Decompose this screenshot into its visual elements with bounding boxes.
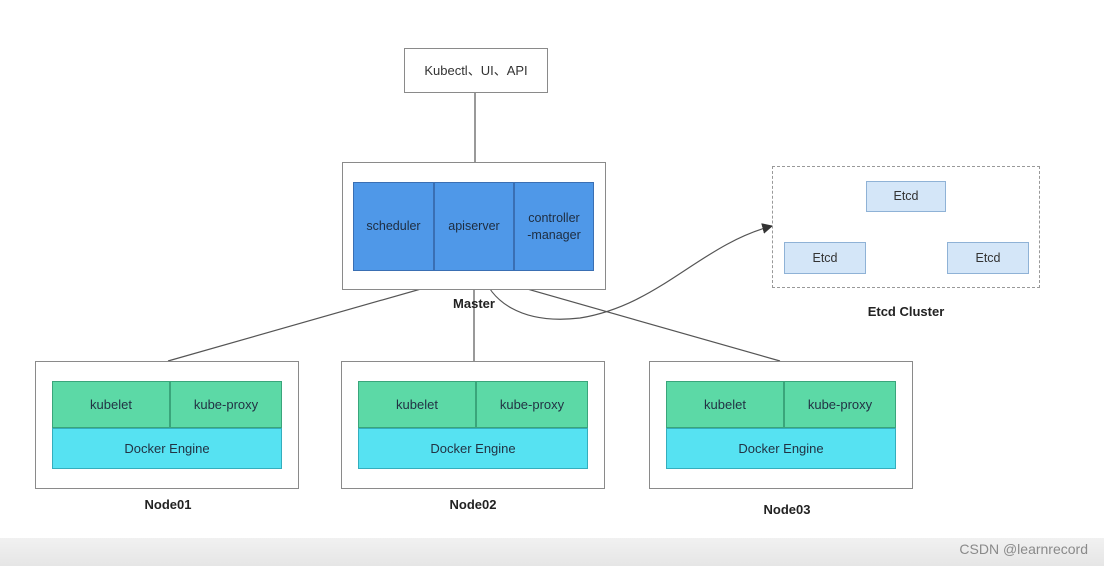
controller-manager-line2: -manager bbox=[527, 227, 581, 242]
kube-proxy-label: kube-proxy bbox=[193, 397, 259, 412]
node03-docker-engine-box: Docker Engine bbox=[666, 428, 896, 469]
kube-proxy-label: kube-proxy bbox=[499, 397, 565, 412]
node03-kubelet-box: kubelet bbox=[666, 381, 784, 428]
node02-kube-proxy-box: kube-proxy bbox=[476, 381, 588, 428]
controller-manager-line1: controller bbox=[528, 210, 580, 225]
apiserver-to-etcd-arrow bbox=[479, 223, 774, 320]
node02-kubelet-box: kubelet bbox=[358, 381, 476, 428]
node02-docker-engine-box: Docker Engine bbox=[358, 428, 588, 469]
kubelet-label: kubelet bbox=[396, 397, 438, 412]
node02-label: Node02 bbox=[449, 497, 497, 512]
kube-proxy-label: kube-proxy bbox=[807, 397, 873, 412]
docker-engine-label: Docker Engine bbox=[738, 441, 824, 456]
watermark: CSDN @learnrecord bbox=[959, 541, 1088, 557]
node03-label: Node03 bbox=[763, 502, 811, 517]
etcd-label: Etcd bbox=[893, 189, 919, 203]
scheduler-label: scheduler bbox=[366, 219, 421, 233]
docker-engine-label: Docker Engine bbox=[430, 441, 516, 456]
node01-label: Node01 bbox=[144, 497, 192, 512]
controller-manager-label: controller -manager bbox=[527, 210, 581, 244]
client-box: Kubectl、UI、API bbox=[404, 48, 548, 93]
etcd-box-top: Etcd bbox=[866, 181, 946, 212]
scheduler-box: scheduler bbox=[353, 182, 434, 271]
node01-docker-engine-box: Docker Engine bbox=[52, 428, 282, 469]
etcd-label: Etcd bbox=[975, 250, 1001, 265]
etcd-box-left: Etcd bbox=[784, 242, 866, 274]
apiserver-label: apiserver bbox=[448, 219, 500, 233]
kubelet-label: kubelet bbox=[704, 397, 746, 412]
node03-kube-proxy-box: kube-proxy bbox=[784, 381, 896, 428]
node01-kubelet-box: kubelet bbox=[52, 381, 170, 428]
etcd-label: Etcd bbox=[812, 250, 838, 265]
etcd-cluster-label: Etcd Cluster bbox=[867, 304, 945, 319]
client-label: Kubectl、UI、API bbox=[424, 63, 528, 78]
docker-engine-label: Docker Engine bbox=[124, 441, 210, 456]
master-label: Master bbox=[453, 296, 495, 311]
bottom-shade bbox=[0, 538, 1104, 566]
node01-kube-proxy-box: kube-proxy bbox=[170, 381, 282, 428]
etcd-box-right: Etcd bbox=[947, 242, 1029, 274]
controller-manager-box: controller -manager bbox=[514, 182, 594, 271]
apiserver-box: apiserver bbox=[434, 182, 514, 271]
kubelet-label: kubelet bbox=[90, 397, 132, 412]
